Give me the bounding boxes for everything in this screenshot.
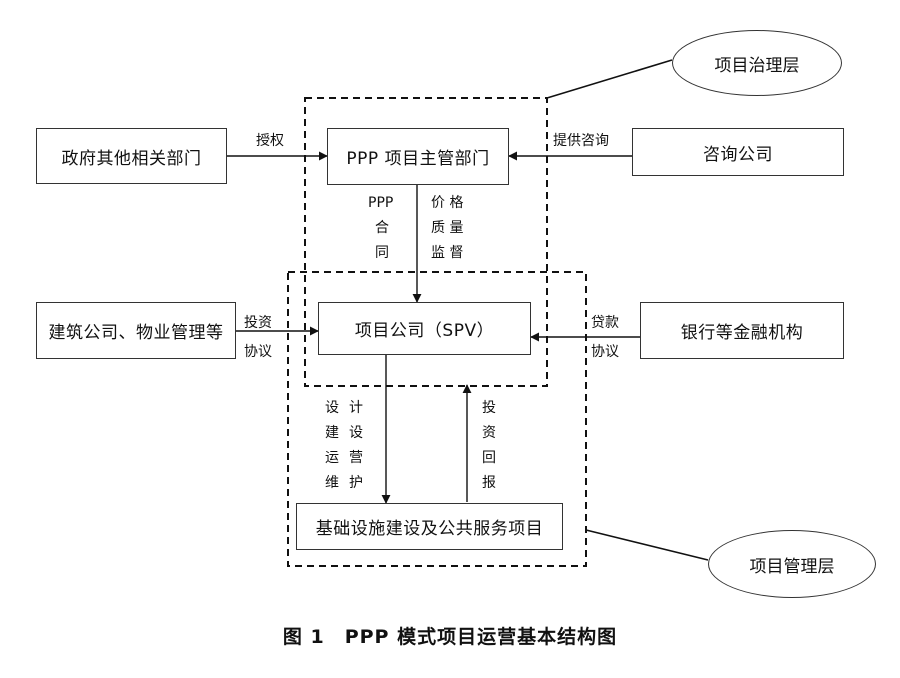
node-infra-label: 基础设施建设及公共服务项目 bbox=[315, 519, 544, 539]
governance-leader-line bbox=[546, 59, 673, 99]
management-leader-line bbox=[585, 529, 709, 561]
edge-label-design-build-b: 计设营护 bbox=[349, 400, 363, 491]
edge-label-investment-return: 投资回报 bbox=[482, 400, 496, 491]
node-construction-label: 建筑公司、物业管理等 bbox=[48, 323, 224, 343]
node-ppp-dept-label: PPP 项目主管部门 bbox=[346, 149, 490, 169]
node-bank: 银行等金融机构 bbox=[640, 302, 844, 359]
edge-label-ppp-contract-3: 同 bbox=[373, 245, 391, 261]
edge-label-ppp-contract-1: PPP bbox=[366, 195, 396, 211]
layer-governance-ellipse: 项目治理层 bbox=[672, 30, 842, 96]
edge-label-invest-agreement-1: 投资 bbox=[242, 315, 274, 331]
edge-label-authorize: 授权 bbox=[254, 133, 286, 149]
node-gov-dept: 政府其他相关部门 bbox=[36, 128, 227, 184]
management-layer-boundary bbox=[287, 271, 587, 567]
node-infra: 基础设施建设及公共服务项目 bbox=[296, 503, 563, 550]
edge-label-design-build-a: 设建运维 bbox=[325, 400, 339, 491]
layer-governance-label: 项目治理层 bbox=[714, 55, 800, 76]
layer-management-label: 项目管理层 bbox=[749, 556, 835, 577]
edge-label-invest-agreement-2: 协议 bbox=[242, 344, 274, 360]
node-spv-label: 项目公司（SPV） bbox=[354, 321, 495, 341]
edge-label-consulting: 提供咨询 bbox=[551, 133, 611, 149]
node-bank-label: 银行等金融机构 bbox=[680, 323, 804, 343]
node-construction: 建筑公司、物业管理等 bbox=[36, 302, 236, 359]
node-gov-dept-label: 政府其他相关部门 bbox=[61, 148, 202, 169]
edge-label-ppp-contract-2: 合 bbox=[373, 220, 391, 236]
layer-management-ellipse: 项目管理层 bbox=[708, 530, 876, 598]
node-consult-label: 咨询公司 bbox=[703, 144, 773, 165]
node-spv: 项目公司（SPV） bbox=[318, 302, 531, 355]
node-ppp-dept: PPP 项目主管部门 bbox=[327, 128, 509, 185]
edge-label-price-quality-1: 价 格 bbox=[429, 195, 466, 211]
node-consult: 咨询公司 bbox=[632, 128, 844, 176]
edge-label-loan-agreement-2: 协议 bbox=[589, 344, 621, 360]
edge-label-price-quality-3: 监 督 bbox=[429, 245, 466, 261]
edge-label-loan-agreement-1: 贷款 bbox=[589, 315, 621, 331]
governance-layer-boundary bbox=[304, 97, 548, 387]
figure-caption: 图 1 PPP 模式项目运营基本结构图 bbox=[282, 626, 618, 648]
edge-label-price-quality-2: 质 量 bbox=[429, 220, 466, 236]
